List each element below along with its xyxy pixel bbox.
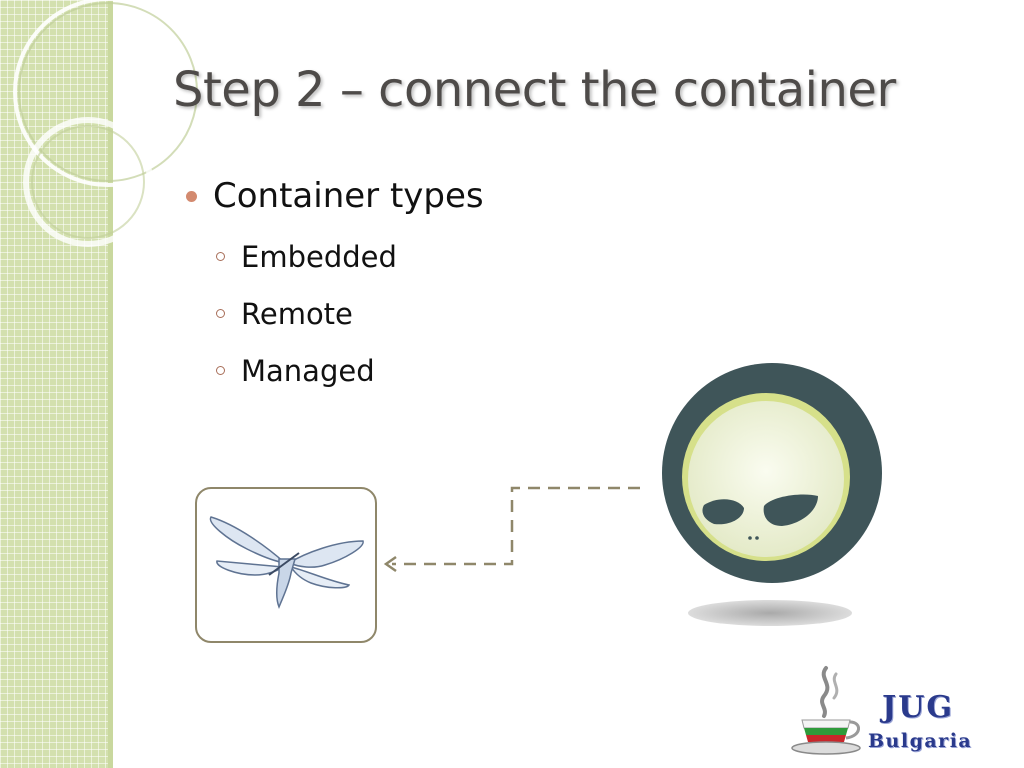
slide-title: Step 2 – connect the container bbox=[173, 62, 896, 118]
strip-edge bbox=[108, 0, 113, 768]
bullet-row: Container types bbox=[186, 172, 484, 220]
jug-logo-subtitle: Bulgaria bbox=[868, 730, 973, 752]
sub-bullet-item: Managed bbox=[216, 342, 484, 399]
bullet-list: Container types Embedded Remote Managed bbox=[186, 172, 484, 399]
sub-bullet-ring-icon bbox=[216, 366, 225, 375]
sub-bullet-ring-icon bbox=[216, 309, 225, 318]
sub-bullet-list: Embedded Remote Managed bbox=[216, 228, 484, 399]
jug-logo-title: JUG bbox=[882, 690, 954, 725]
sub-bullet-ring-icon bbox=[216, 252, 225, 261]
wildfly-dragonfly-icon bbox=[209, 516, 364, 610]
sub-bullet-text: Embedded bbox=[241, 239, 397, 274]
sub-bullet-item: Embedded bbox=[216, 228, 484, 285]
sub-bullet-text: Remote bbox=[241, 296, 353, 331]
bullet-text: Container types bbox=[213, 176, 484, 216]
jug-bulgaria-logo: JUG Bulgaria bbox=[788, 664, 1018, 764]
sub-bullet-text: Managed bbox=[241, 353, 375, 388]
java-coffee-cup-icon bbox=[791, 666, 861, 755]
wildfly-logo-box bbox=[195, 487, 377, 643]
arquillian-alien-icon bbox=[662, 363, 882, 626]
sub-bullet-item: Remote bbox=[216, 285, 484, 342]
bullet-item: Container types Embedded Remote Managed bbox=[186, 172, 484, 399]
bullet-dot-icon bbox=[186, 190, 197, 202]
decorative-rings bbox=[13, 0, 200, 247]
